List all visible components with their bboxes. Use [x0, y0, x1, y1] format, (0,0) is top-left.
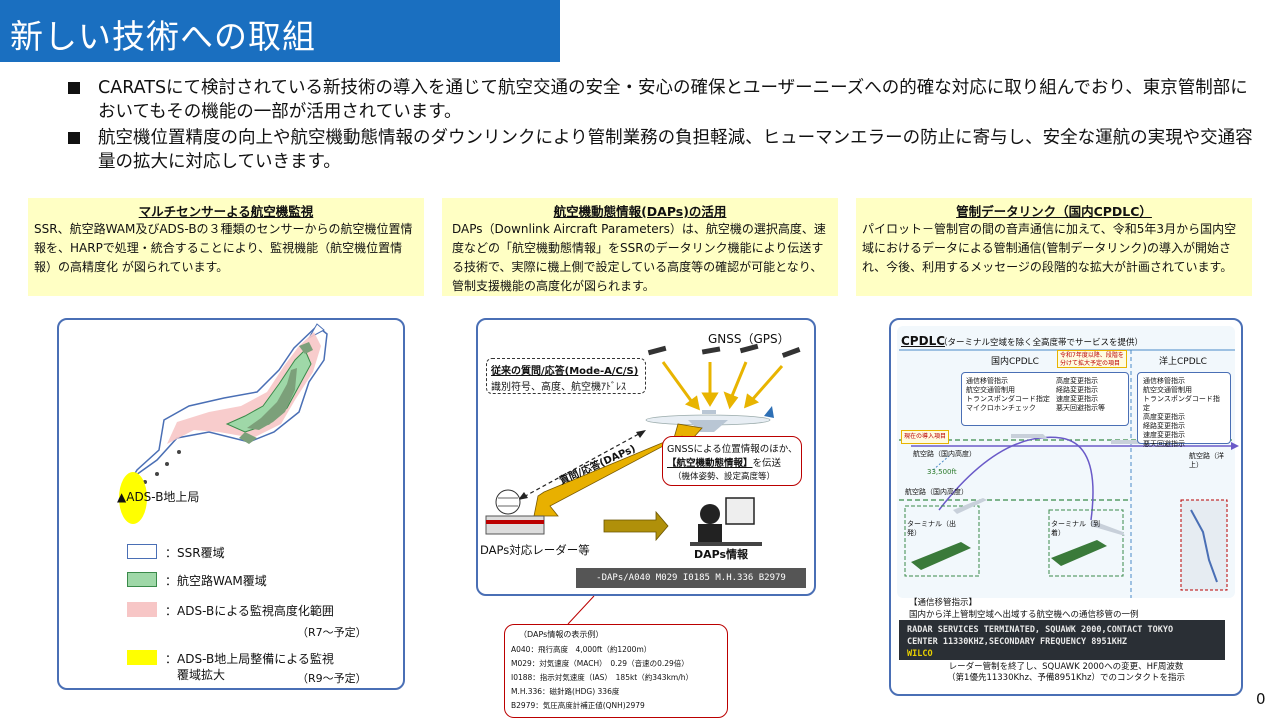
- box-heading: 航空機動態情報(DAPs)の活用: [553, 204, 727, 219]
- legend-station-2: 覆域拡大: [177, 668, 226, 682]
- note-r9: （R9～予定）: [297, 672, 367, 685]
- bullet-2: 航空機位置精度の向上や航空機動態情報のダウンリンクにより管制業務の負担軽減、ヒュ…: [68, 126, 1253, 176]
- domestic-list-a: 通信移管指示 航空交通管制用 トランスポンダコード指定 マイクロホンチェック: [966, 377, 1050, 412]
- bullet-text: CARATSにて検討されている新技術の導入を通じて航空交通の安全・安心の確保とユ…: [98, 78, 1248, 122]
- screen-label: DAPs情報: [694, 548, 749, 561]
- handoff-desc: 国内から洋上管制空域へ出域する航空機への通信移管の一例: [909, 610, 1139, 620]
- cruise-aircraft-icon: [1011, 434, 1047, 438]
- legend-swatch-station: [127, 650, 157, 665]
- daps-callout: GNSSによる位置情報のほか、 【航空機動態情報】を伝送 （機体姿勢、設定高度等…: [662, 436, 802, 486]
- japan-islands: [239, 342, 313, 444]
- cpdlc-title-note: （ターミナル空域を除く全高度帯でサービスを提供）: [939, 338, 1144, 348]
- route-oceanic-label: 航空路（洋上）: [1189, 452, 1224, 469]
- departing-aircraft-icon: [953, 498, 987, 514]
- legend-wam: ：航空路WAM覆域: [165, 574, 267, 588]
- info-box-cpdlc: 管制データリンク（国内CPDLC） パイロット－管制官の間の音声通信に加えて、令…: [856, 198, 1252, 296]
- gnss-label: GNSS（GPS）: [708, 332, 790, 346]
- radar-icon: [485, 489, 545, 535]
- oceanic-message-box: 通信移管指示 航空交通管制用 トランスポンダコード指定 高度変更指示 経路変更指…: [1137, 372, 1231, 448]
- message-line-2: CENTER 11330KHZ,SECONDARY FREQUENCY 8951…: [907, 637, 1128, 647]
- oceanic-label: 洋上CPDLC: [1159, 357, 1207, 367]
- map-inset: [1180, 499, 1228, 591]
- terminal-departure-label: ターミナル（出発）: [907, 520, 956, 537]
- expansion-note: 令和7年度以降、段階を分けて拡大予定の項目: [1057, 350, 1127, 368]
- bullet-square-icon: [68, 82, 80, 94]
- callout-line-2: 【航空機動態情報】を伝送: [667, 458, 782, 469]
- coverage-map-panel: ▲ADS-B地上局 ：SSR覆域 ：航空路WAM覆域 ：ADS-Bによる監視高度…: [57, 318, 405, 690]
- box-heading: 管制データリンク（国内CPDLC）: [956, 204, 1152, 219]
- legend-adsb: ：ADS-Bによる監視高度化範囲: [165, 604, 334, 618]
- wam-range: [225, 349, 312, 433]
- japan-coverage-map: [118, 323, 328, 524]
- terminal-arrival-label: ターミナル（到着）: [1051, 520, 1100, 537]
- route-domestic-label-2: 航空路（国内高度）: [905, 488, 968, 496]
- page-number: 0: [1256, 690, 1266, 708]
- runway-arrival: [1051, 540, 1107, 566]
- title-bar: 新しい技術への取組: [0, 0, 560, 62]
- to-screen-arrow: [603, 510, 669, 542]
- flight-level: 33,500ft: [927, 468, 957, 476]
- callout-line-1: GNSSによる位置情報のほか、: [667, 444, 798, 455]
- current-note: 現在の導入項目: [901, 430, 949, 444]
- callout-line-3: （機体姿勢、設定高度等）: [673, 472, 776, 482]
- domestic-label: 国内CPDLC: [991, 357, 1039, 367]
- box-heading: マルチセンサーよる航空機監視: [138, 204, 314, 219]
- route-domestic-label: 航空路（国内高度）: [913, 450, 976, 458]
- daps-panel: GNSS（GPS） 従来の質問/応答(Mode-A/C/S) 識別符号、高度、航…: [476, 318, 816, 596]
- cpdlc-title: CPDLC: [901, 334, 946, 348]
- arriving-aircraft-icon: [1091, 520, 1125, 536]
- old-title: 従来の質問/応答(Mode-A/C/S): [491, 366, 639, 377]
- ads-b-range: [167, 332, 321, 444]
- runway-departure: [911, 542, 971, 570]
- box-body: パイロット－管制官の間の音声通信に加えて、令和5年3月から国内空域におけるデータ…: [862, 222, 1237, 274]
- cpdlc-caption: レーダー管制を終了し、SQUAWK 2000への変更、HF周波数 （第1優先11…: [947, 662, 1185, 683]
- aircraft-icon: [645, 406, 774, 432]
- legend-swatch-adsb: [127, 602, 157, 617]
- bullet-square-icon: [68, 132, 80, 144]
- ads-b-station-label: ▲ADS-B地上局: [117, 490, 200, 504]
- info-box-daps: 航空機動態情報(DAPs)の活用 DAPs（Downlink Aircraft …: [442, 198, 838, 296]
- bullet-text: 航空機位置精度の向上や航空機動態情報のダウンリンクにより管制業務の負担軽減、ヒュ…: [98, 128, 1253, 172]
- page-title: 新しい技術への取組: [10, 17, 316, 56]
- legend-station: ：ADS-B地上局整備による監視: [165, 652, 334, 666]
- example-lines: A040：飛行高度 4,000ft（約1200m） M029：対気速度（MACH…: [511, 645, 693, 710]
- box-body: SSR、航空路WAM及びADS-Bの３種類のセンサーからの航空機位置情報を、HA…: [34, 222, 413, 274]
- old-interrogation-box: 従来の質問/応答(Mode-A/C/S) 識別符号、高度、航空機ｱﾄﾞﾚｽ: [486, 358, 646, 394]
- old-body: 識別符号、高度、航空機ｱﾄﾞﾚｽ: [491, 382, 626, 393]
- daps-example-box: （DAPs情報の表示例） A040：飛行高度 4,000ft（約1200m） M…: [504, 624, 728, 718]
- domestic-message-box: 通信移管指示 航空交通管制用 トランスポンダコード指定 マイクロホンチェック 高…: [961, 372, 1129, 426]
- callout-connector: [567, 595, 595, 625]
- legend-swatch-ssr: [127, 544, 157, 559]
- note-r7: （R7～予定）: [297, 626, 367, 639]
- radar-label: DAPs対応レーダー等: [480, 543, 590, 557]
- box-body: DAPs（Downlink Aircraft Parameters）は、航空機の…: [452, 222, 826, 293]
- bullet-1: CARATSにて検討されている新技術の導入を通じて航空交通の安全・安心の確保とユ…: [68, 76, 1248, 126]
- info-box-multisensor: マルチセンサーよる航空機監視 SSR、航空路WAM及びADS-Bの３種類のセンサ…: [28, 198, 424, 296]
- cpdlc-panel: CPDLC （ターミナル空域を除く全高度帯でサービスを提供） 国内CPDLC 洋…: [889, 318, 1243, 696]
- operator-screen-icon: [690, 497, 762, 546]
- ads-b-station-coverage: [119, 472, 147, 524]
- daps-diagram: [485, 343, 801, 546]
- cpdlc-message-display: RADAR SERVICES TERMINATED, SQUAWK 2000,C…: [899, 620, 1225, 660]
- daps-code-strip: -DAPs/A040 M029 I0185 M.H.336 B2979: [576, 568, 806, 588]
- message-line-1: RADAR SERVICES TERMINATED, SQUAWK 2000,C…: [907, 625, 1174, 635]
- legend-swatch-wam: [127, 572, 157, 587]
- legend-ssr: ：SSR覆域: [165, 546, 225, 560]
- handoff-title: 【通信移管指示】: [909, 598, 978, 608]
- wilco-response: WILCO: [907, 649, 933, 659]
- example-title: （DAPs情報の表示例）: [519, 630, 604, 639]
- cpdlc-diagram: [899, 349, 1239, 598]
- domestic-list-b: 高度変更指示 経路変更指示 速度変更指示 悪天回避指示等: [1056, 377, 1105, 412]
